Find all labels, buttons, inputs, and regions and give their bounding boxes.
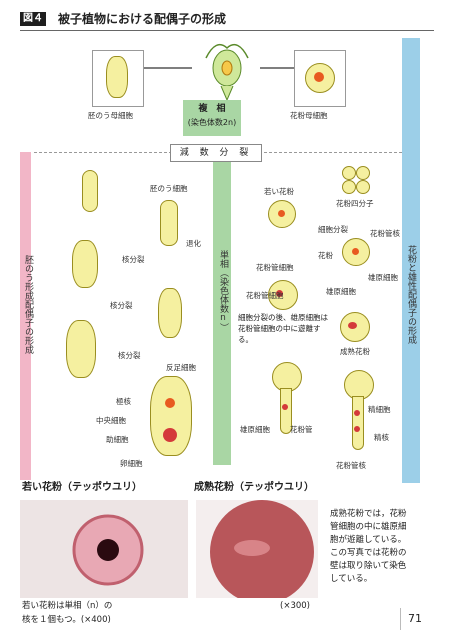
left-cell-3	[158, 288, 182, 338]
page-title: 被子植物における配偶子の形成	[58, 12, 227, 26]
young-pollen-nucleus	[278, 210, 285, 217]
label-tube-nucleus: 花粉管核	[370, 229, 400, 238]
caption-mature: 成熟花粉では，花粉 管細胞の中に雄原細 胞が遊離している。 この写真では花粉の …	[330, 508, 426, 586]
caption-mature-line: 胞が遊離している。	[330, 535, 407, 545]
label-tetrad: 花粉四分子	[336, 199, 374, 208]
pollen-mother-box	[294, 50, 346, 107]
right-band	[402, 38, 420, 483]
label-pollen-mother: 花粉母細胞	[290, 111, 328, 120]
label-division-2: 核分裂	[110, 301, 133, 310]
pollen-tetrad	[342, 166, 370, 194]
label-sperm-cell: 精細胞	[368, 405, 391, 414]
label-sperm-nucleus: 精核	[374, 433, 389, 442]
embryo-sac-cell	[160, 200, 178, 246]
meiosis-label: 減 数 分 裂	[170, 144, 262, 162]
left-cell-4	[66, 320, 96, 378]
tube-pollen-2	[344, 370, 374, 400]
label-division-3: 核分裂	[118, 351, 141, 360]
page-number: 71	[400, 608, 429, 630]
photo-title-young: 若い花粉（テッポウユリ）	[22, 482, 142, 493]
polar-nuclei	[165, 398, 175, 408]
mid-band-label: 単相（染色体数n）	[218, 250, 228, 332]
left-band-label: 胚のう形成配偶子の形成	[23, 255, 33, 354]
label-egg-cell: 卵細胞	[120, 459, 143, 468]
caption-mature-line: 壁は取り除いて染色	[330, 561, 407, 571]
label-polar-nuclei: 極核	[116, 397, 131, 406]
tube-1-nucleus	[282, 404, 288, 410]
caption-mature-line: 成熟花粉では，花粉	[330, 509, 407, 519]
caption-young-2: 核を１個もつ。(×400)	[22, 615, 111, 625]
diploid-sub: (染色体数2n)	[187, 118, 237, 127]
young-pollen-photo	[20, 500, 188, 598]
sperm-cell-1	[354, 410, 360, 416]
figure-label: 図４	[20, 12, 46, 26]
pollen-tube-1	[280, 388, 292, 434]
pollen-mother-nucleus	[314, 72, 324, 82]
label-degenerate: 退化	[186, 239, 201, 248]
caption-scale-mature: (×300)	[280, 601, 310, 611]
embryo-sac-mother-cell	[106, 56, 128, 98]
tube-pollen-1	[272, 362, 302, 392]
generative-cell	[276, 290, 283, 297]
caption-mature-line: している。	[330, 574, 373, 584]
flower-icon	[205, 43, 249, 100]
egg-cell	[163, 428, 177, 442]
label-pollen: 花粉	[318, 251, 333, 260]
mature-pollen-generative	[348, 322, 357, 329]
label-generative-b: 雄原細胞	[326, 287, 356, 296]
pollen-two-cell	[268, 280, 298, 310]
label-generative-a: 雄原細胞	[368, 273, 398, 282]
sperm-cell-2	[354, 426, 360, 432]
label-tube-nucleus-2: 花粉管核	[336, 461, 366, 470]
photo-title-mature: 成熟花粉（テッポウユリ）	[194, 482, 314, 493]
label-cell-division: 細胞分裂	[318, 225, 348, 234]
left-cell-2	[72, 240, 98, 288]
pollen-nucleus	[352, 248, 359, 255]
label-pollen-tube: 花粉管	[290, 425, 313, 434]
left-cell-1	[82, 170, 98, 212]
label-synergid: 助細胞	[106, 435, 129, 444]
embryo-sac-mature	[150, 376, 192, 456]
pollen-tube-2	[352, 396, 364, 450]
label-mature-pollen: 成熟花粉	[340, 347, 370, 356]
label-antipodal: 反足細胞	[166, 363, 196, 372]
label-embryo-sac-mother: 胚のう母細胞	[88, 111, 133, 120]
label-tube-cell: 花粉管細胞	[256, 263, 294, 272]
diploid-box: 複 相 (染色体数2n)	[183, 100, 241, 136]
label-young-pollen: 若い花粉	[264, 187, 294, 196]
label-embryo-sac-cell: 胚のう細胞	[150, 184, 188, 193]
label-generative-c: 雄原細胞	[240, 425, 270, 434]
mature-pollen-photo	[196, 500, 318, 598]
diploid-title: 複 相	[198, 104, 226, 114]
note-free-cell: 細胞分裂の後、雄原細胞は花粉管細胞の中に遊離する。	[238, 313, 328, 344]
caption-mature-line: この写真では花粉の	[330, 548, 407, 558]
right-band-label: 花粉と雄性配偶子の形成	[406, 245, 416, 344]
label-division-1: 核分裂	[122, 255, 145, 264]
label-central-cell: 中央細胞	[96, 416, 126, 425]
title-rule	[20, 30, 434, 31]
mid-band	[213, 160, 231, 465]
caption-mature-line: 管細胞の中に雄原細	[330, 522, 407, 532]
left-band	[20, 152, 31, 480]
caption-young-1: 若い花粉は単相（n）の	[22, 601, 113, 611]
label-tube-cell-2: 花粉管細胞	[246, 291, 284, 300]
